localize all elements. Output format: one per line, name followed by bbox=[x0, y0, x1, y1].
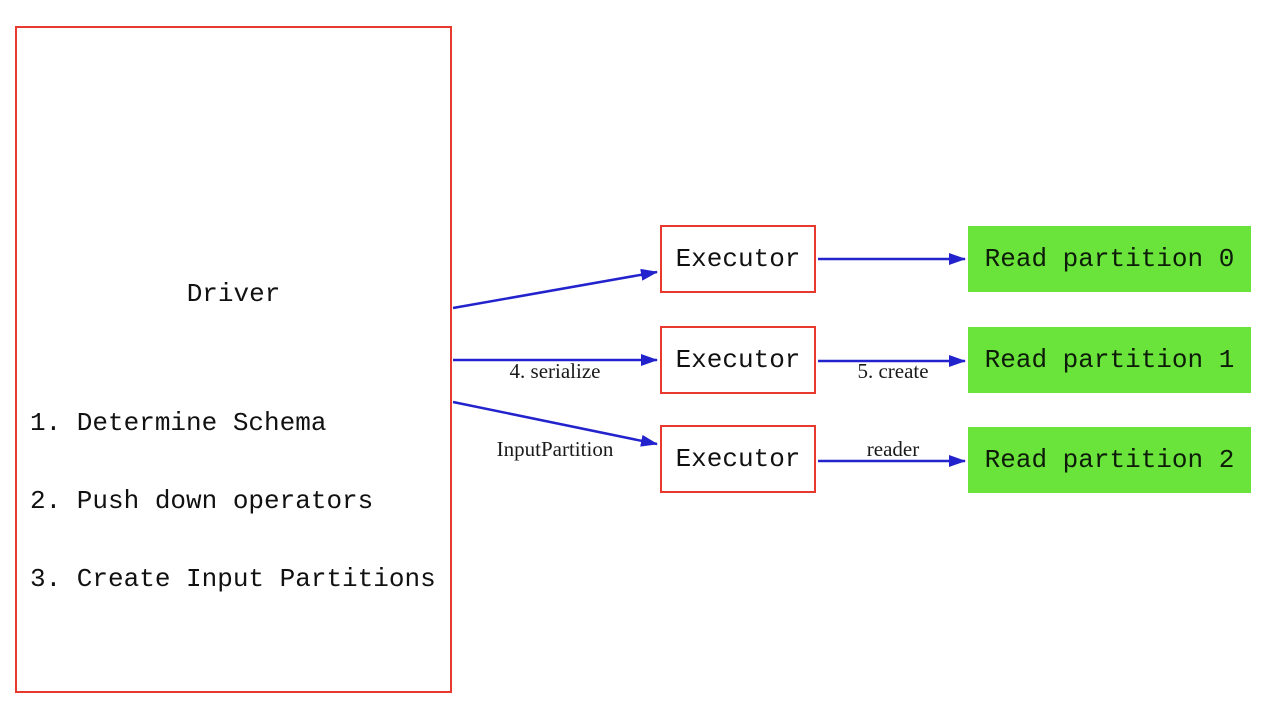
read-partition-box-0: Read partition 0 bbox=[968, 226, 1251, 292]
executor-label-0: Executor bbox=[675, 244, 801, 274]
executor-box-0: Executor bbox=[660, 225, 816, 293]
driver-step-list: 1. Determine Schema 2. Push down operato… bbox=[30, 358, 436, 644]
read-partition-label-0: Read partition 0 bbox=[984, 244, 1235, 274]
driver-step-3: 3. Create Input Partitions bbox=[30, 564, 436, 594]
serialize-label-line-1: 4. serialize bbox=[509, 359, 601, 383]
serialize-inputpartition-label: 4. serialize InputPartition bbox=[455, 306, 655, 514]
reader-label-line-2: reader bbox=[866, 437, 920, 461]
executor-box-2: Executor bbox=[660, 425, 816, 493]
create-reader-label: 5. create reader bbox=[818, 306, 968, 514]
driver-box bbox=[15, 26, 452, 693]
arrow-driver-to-executor-0 bbox=[452, 268, 658, 310]
serialize-label-line-2: InputPartition bbox=[496, 437, 614, 461]
driver-step-1: 1. Determine Schema bbox=[30, 408, 327, 438]
executor-box-1: Executor bbox=[660, 326, 816, 394]
reader-label-line-1: 5. create bbox=[857, 359, 929, 383]
executor-label-2: Executor bbox=[675, 444, 801, 474]
read-partition-label-1: Read partition 1 bbox=[984, 345, 1235, 375]
driver-step-2: 2. Push down operators bbox=[30, 486, 374, 516]
read-partition-box-1: Read partition 1 bbox=[968, 327, 1251, 393]
executor-label-1: Executor bbox=[675, 345, 801, 375]
read-partition-label-2: Read partition 2 bbox=[984, 445, 1235, 475]
read-partition-box-2: Read partition 2 bbox=[968, 427, 1251, 493]
driver-title: Driver bbox=[186, 279, 281, 309]
